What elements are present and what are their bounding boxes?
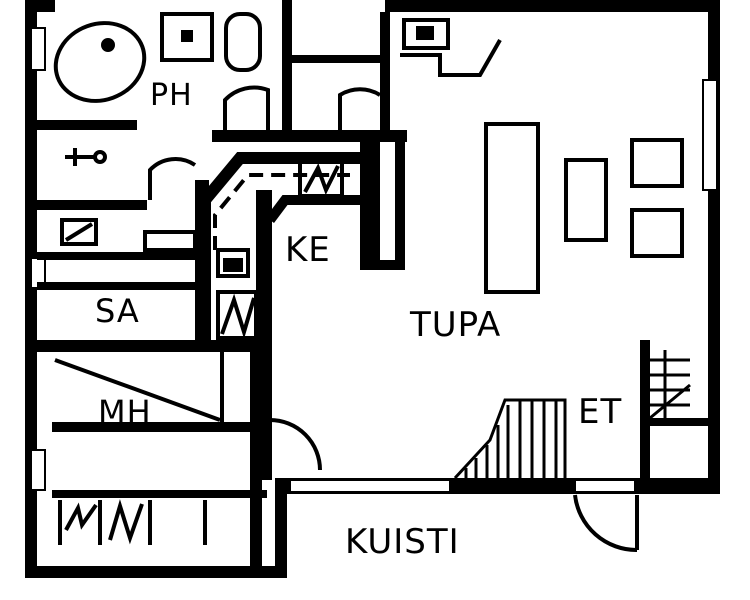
room-label-ke: KE: [285, 230, 331, 270]
mh-bed-line: [54, 352, 224, 425]
living-furniture: [484, 122, 684, 294]
kitchen-symbols: [216, 160, 344, 340]
room-label-tupa: TUPA: [410, 305, 502, 345]
et-stairs: [649, 350, 691, 420]
room-label-ph: PH: [150, 78, 193, 113]
kitchen-counter: [266, 195, 370, 265]
closet-symbols: [58, 499, 207, 545]
window-openings: [30, 27, 718, 493]
stairs: [453, 398, 567, 480]
cabinet-top: [400, 18, 502, 77]
doors: [268, 418, 639, 553]
bathroom-fixtures: [53, 12, 382, 278]
room-label-et: ET: [578, 392, 623, 432]
kitchen-angled-wall: [199, 152, 380, 340]
room-label-kuisti: KUISTI: [345, 522, 460, 562]
room-label-sa: SA: [95, 292, 140, 330]
room-label-mh: MH: [98, 393, 152, 431]
